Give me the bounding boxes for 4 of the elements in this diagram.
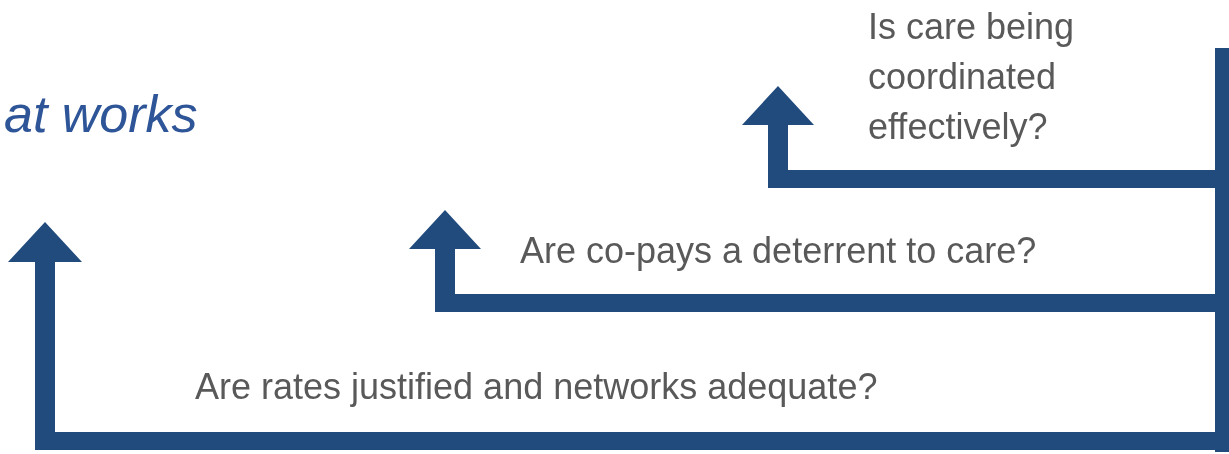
- title: at works: [4, 84, 198, 144]
- question-text: Are co-pays a deterrent to care?: [520, 229, 1038, 273]
- question-text: Are rates justified and networks adequate?: [195, 365, 879, 409]
- question-text: Is care being coordinated effectively?: [868, 5, 1076, 149]
